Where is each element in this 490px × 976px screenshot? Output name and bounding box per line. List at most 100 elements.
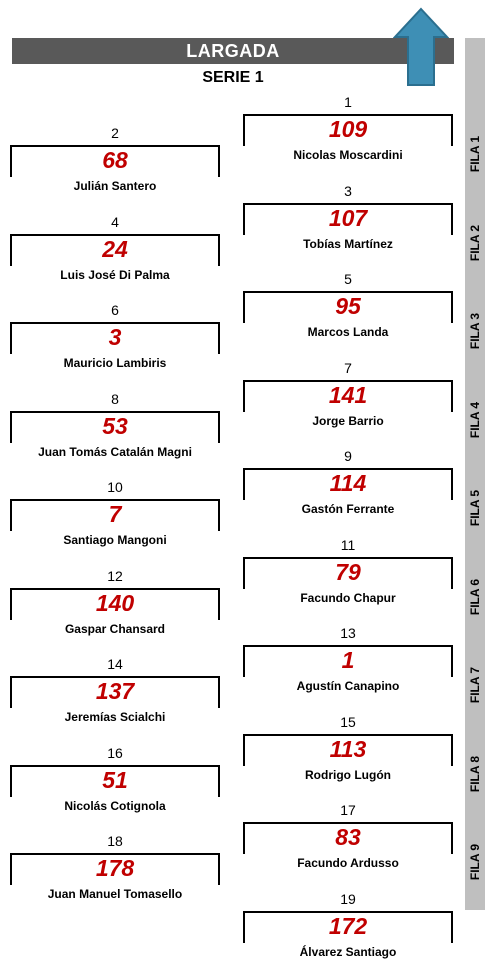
grid-box bbox=[243, 379, 453, 412]
grid-box bbox=[243, 822, 453, 854]
car-number: 24 bbox=[102, 235, 128, 262]
driver-name: Santiago Mangoni bbox=[63, 533, 167, 547]
grid-box bbox=[10, 410, 220, 443]
header-bar: LARGADA bbox=[12, 38, 454, 64]
grid-box bbox=[10, 499, 220, 531]
car-number: 68 bbox=[102, 147, 128, 173]
grid-position: 14 bbox=[107, 656, 123, 672]
car-number: 137 bbox=[95, 678, 135, 704]
grid-position: 4 bbox=[111, 213, 119, 230]
driver-name: Luis José Di Palma bbox=[60, 267, 170, 282]
grid-box bbox=[10, 322, 220, 354]
grid-position: 6 bbox=[111, 302, 119, 318]
grid-position: 9 bbox=[344, 448, 352, 464]
grid-box bbox=[243, 645, 453, 677]
grid-position: 12 bbox=[107, 567, 123, 584]
car-number: 141 bbox=[328, 381, 368, 408]
car-number: 114 bbox=[329, 470, 367, 496]
driver-name: Jorge Barrio bbox=[312, 413, 384, 428]
grid-position: 7 bbox=[344, 359, 352, 376]
grid-position: 1 bbox=[344, 94, 352, 110]
grid-box bbox=[243, 468, 453, 500]
grid-box bbox=[243, 733, 453, 766]
driver-name: Marcos Landa bbox=[307, 325, 389, 339]
grid-position: 18 bbox=[107, 833, 123, 849]
car-number: 7 bbox=[108, 501, 122, 527]
grid-position: 19 bbox=[340, 890, 356, 907]
driver-name: Juan Manuel Tomasello bbox=[47, 887, 183, 901]
series-title: SERIE 1 bbox=[202, 69, 264, 86]
grid-box bbox=[243, 556, 453, 589]
car-number: 178 bbox=[95, 855, 135, 881]
driver-name: Gaspar Chansard bbox=[64, 621, 166, 636]
car-number: 107 bbox=[328, 204, 368, 231]
grid-position: 5 bbox=[344, 271, 352, 287]
grid-box bbox=[243, 291, 453, 323]
grid-position: 13 bbox=[340, 625, 356, 641]
car-number: 109 bbox=[328, 116, 368, 142]
grid-position: 8 bbox=[111, 390, 119, 407]
page-title: LARGADA bbox=[186, 40, 280, 61]
grid-position: 17 bbox=[340, 802, 356, 818]
driver-name: Facundo Chapur bbox=[300, 590, 396, 605]
grid-box bbox=[10, 587, 220, 620]
grid-box bbox=[10, 853, 220, 885]
driver-name: Tobías Martínez bbox=[303, 236, 393, 251]
driver-name: Juan Tomás Catalán Magni bbox=[38, 444, 192, 459]
driver-name: Jeremías Scialchi bbox=[64, 710, 166, 724]
car-number: 3 bbox=[108, 324, 122, 350]
car-number: 79 bbox=[335, 558, 361, 585]
car-number: 1 bbox=[341, 647, 355, 673]
car-number: 95 bbox=[335, 293, 361, 319]
car-number: 172 bbox=[328, 912, 368, 939]
car-number: 83 bbox=[335, 824, 361, 850]
grid-position: 11 bbox=[340, 536, 356, 553]
grid-position: 15 bbox=[340, 713, 356, 730]
grid-box bbox=[243, 202, 453, 235]
grid-box bbox=[243, 114, 453, 146]
car-number: 53 bbox=[102, 412, 128, 439]
grid-box bbox=[243, 910, 453, 943]
up-arrow-icon bbox=[393, 7, 449, 86]
grid-position: 3 bbox=[344, 182, 352, 199]
driver-name: Rodrigo Lugón bbox=[305, 767, 391, 782]
driver-name: Agustín Canapino bbox=[296, 679, 400, 693]
driver-name: Álvarez Santiago bbox=[299, 944, 397, 959]
driver-name: Julián Santero bbox=[73, 179, 157, 193]
grid-box bbox=[10, 233, 220, 266]
car-number: 51 bbox=[102, 766, 128, 793]
driver-name: Gastón Ferrante bbox=[301, 502, 395, 516]
row-label-bar bbox=[465, 38, 485, 910]
car-number: 113 bbox=[329, 735, 367, 762]
car-number: 140 bbox=[95, 589, 135, 616]
grid-box bbox=[10, 676, 220, 708]
driver-name: Nicolás Cotignola bbox=[64, 798, 166, 813]
driver-name: Facundo Ardusso bbox=[297, 856, 399, 870]
driver-name: Mauricio Lambiris bbox=[63, 356, 167, 370]
grid-position: 16 bbox=[107, 744, 123, 761]
grid-position: 10 bbox=[107, 479, 123, 495]
grid-position: 2 bbox=[111, 125, 119, 141]
driver-name: Nicolas Moscardini bbox=[293, 148, 403, 162]
grid-box bbox=[10, 764, 220, 797]
grid-box bbox=[10, 145, 220, 177]
